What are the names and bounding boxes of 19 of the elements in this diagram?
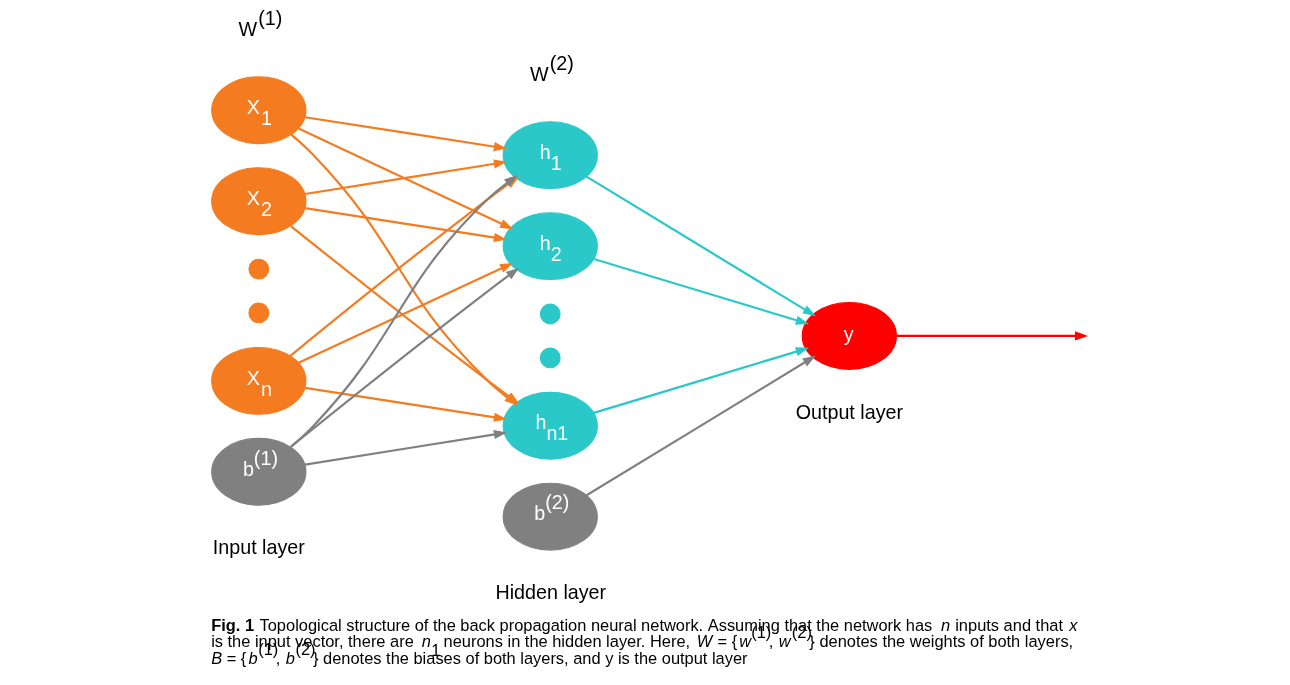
arrow — [304, 386, 508, 422]
arrow — [304, 429, 508, 466]
arrow — [586, 355, 816, 497]
node-circle — [539, 347, 561, 369]
arrow — [304, 116, 508, 152]
label: Output layer — [795, 400, 904, 423]
arrow — [586, 175, 816, 317]
arrow — [298, 127, 514, 230]
arrow — [298, 262, 514, 364]
node-circle — [248, 258, 270, 280]
node-circle — [248, 302, 270, 324]
label: Input layer — [212, 536, 305, 559]
node-circle — [539, 303, 561, 325]
arrow — [896, 331, 1089, 341]
label: Hidden layer — [495, 581, 607, 604]
arrow — [593, 257, 809, 325]
arrow — [304, 207, 508, 243]
arrow — [593, 347, 809, 414]
arrow — [304, 159, 508, 196]
